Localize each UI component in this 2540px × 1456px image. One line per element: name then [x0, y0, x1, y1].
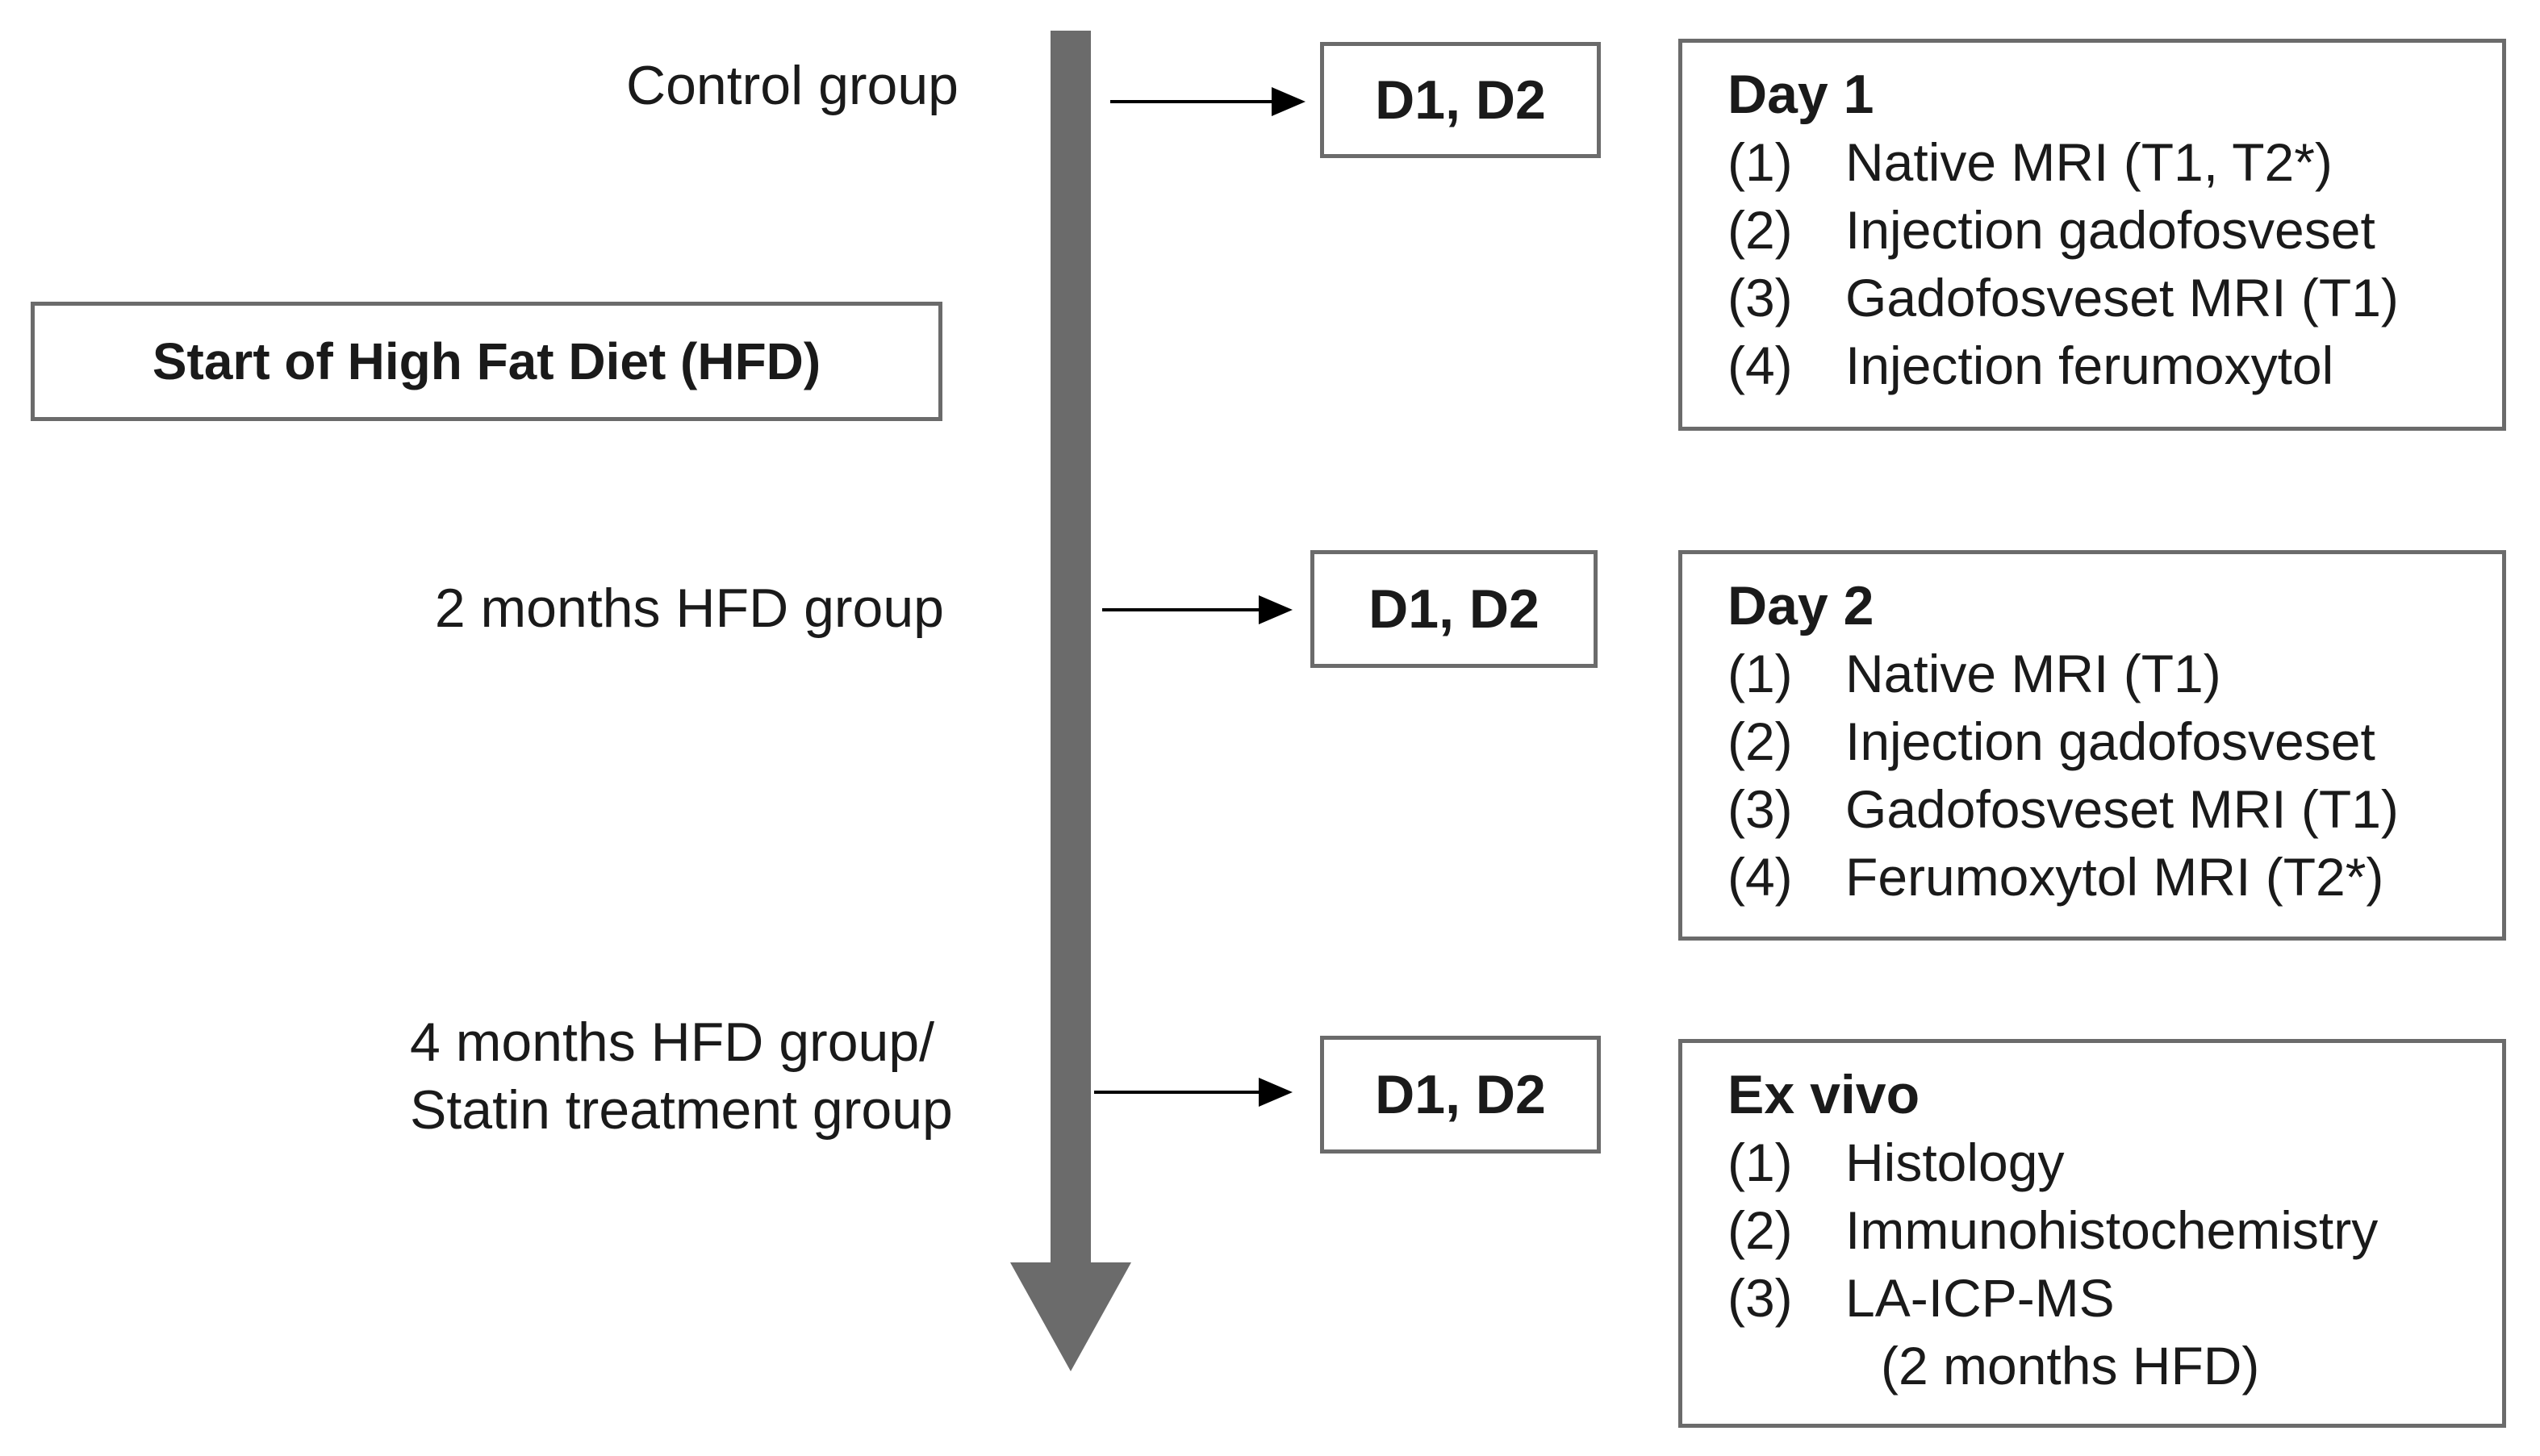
timeline-arrow-head — [1010, 1262, 1131, 1371]
d1-d2-label: D1, D2 — [1368, 578, 1539, 640]
step-text: Native MRI (T1, T2*) — [1845, 132, 2333, 192]
d1-d2-box-control: D1, D2 — [1320, 42, 1601, 158]
step-number: (1) — [1727, 644, 1793, 703]
step-item: (1) Histology — [1727, 1129, 2502, 1196]
step-text: Gadofosveset MRI (T1) — [1845, 779, 2399, 839]
connector-arrow-4-months — [1094, 1078, 1293, 1107]
control-group-label: Control group — [625, 55, 959, 116]
step-number: (2) — [1727, 711, 1793, 771]
step-number: (2) — [1727, 1200, 1793, 1260]
step-text: LA-ICP-MS — [1845, 1268, 2115, 1328]
d1-d2-box-2-months: D1, D2 — [1310, 550, 1598, 668]
day-1-panel: Day 1 (1) Native MRI (T1, T2*) (2) Injecti… — [1678, 39, 2506, 431]
step-number: (1) — [1727, 132, 1793, 192]
connector-arrow-control — [1110, 87, 1306, 116]
panel-title: Day 2 — [1727, 575, 1874, 636]
statin-treatment-group-label: Statin treatment group — [410, 1079, 953, 1141]
step-text: Injection ferumoxytol — [1845, 336, 2334, 395]
step-number: (2) — [1727, 200, 1793, 260]
step-item: (1) Native MRI (T1) — [1727, 640, 2502, 707]
panel-title: Day 1 — [1727, 64, 1874, 125]
start-of-hfd-label: Start of High Fat Diet (HFD) — [152, 332, 821, 390]
start-of-hfd-box: Start of High Fat Diet (HFD) — [31, 302, 942, 421]
step-text: Histology — [1845, 1133, 2065, 1192]
panel-title: Ex vivo — [1727, 1064, 1920, 1125]
step-item: (4) Ferumoxytol MRI (T2*) — [1727, 843, 2502, 911]
four-months-hfd-group-label: 4 months HFD group/ — [410, 1012, 935, 1073]
day-2-panel: Day 2 (1) Native MRI (T1) (2) Injection ga… — [1678, 550, 2506, 941]
step-item: (3) Gadofosveset MRI (T1) — [1727, 264, 2502, 332]
step-text: Gadofosveset MRI (T1) — [1845, 268, 2399, 327]
d1-d2-box-4-months: D1, D2 — [1320, 1036, 1601, 1154]
step-number: (3) — [1727, 1268, 1793, 1328]
step-text: Injection gadofosveset — [1845, 711, 2375, 771]
step-item: (3) Gadofosveset MRI (T1) — [1727, 775, 2502, 843]
step-item: (2) Injection gadofosveset — [1727, 196, 2502, 264]
step-item: (2) Injection gadofosveset — [1727, 707, 2502, 775]
step-number: (4) — [1727, 847, 1793, 907]
step-text: Ferumoxytol MRI (T2*) — [1845, 847, 2384, 907]
connector-arrow-2-months — [1102, 595, 1293, 624]
step-number: (4) — [1727, 336, 1793, 395]
step-number: (3) — [1727, 268, 1793, 327]
step-continuation: (2 months HFD) — [1881, 1336, 2260, 1396]
step-text: Immunohistochemistry — [1845, 1200, 2379, 1260]
step-item: (4) Injection ferumoxytol — [1727, 332, 2502, 399]
step-text: Injection gadofosveset — [1845, 200, 2375, 260]
step-item: (2) Immunohistochemistry — [1727, 1196, 2502, 1264]
timeline-arrow-shaft — [1051, 31, 1091, 1265]
d1-d2-label: D1, D2 — [1375, 1064, 1546, 1125]
step-item: (3) LA-ICP-MS — [1727, 1264, 2502, 1332]
step-number: (3) — [1727, 779, 1793, 839]
step-text: Native MRI (T1) — [1845, 644, 2221, 703]
two-months-hfd-group-label: 2 months HFD group — [434, 578, 944, 639]
ex-vivo-panel: Ex vivo (1) Histology (2) Immunohistochemi… — [1678, 1039, 2506, 1428]
d1-d2-label: D1, D2 — [1375, 69, 1546, 131]
step-number: (1) — [1727, 1133, 1793, 1192]
step-item: (1) Native MRI (T1, T2*) — [1727, 128, 2502, 196]
